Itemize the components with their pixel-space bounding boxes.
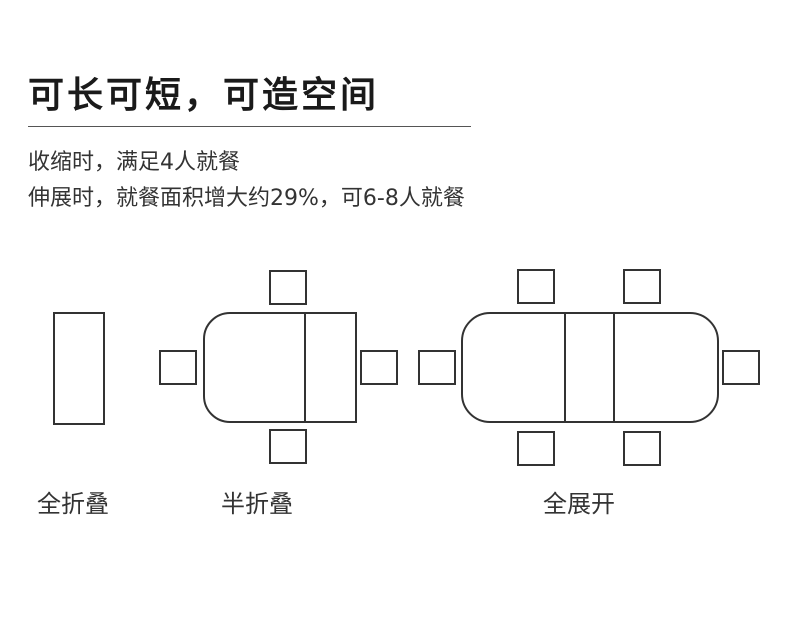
chair-left (418, 350, 456, 385)
chair-right (722, 350, 760, 385)
full-fold-diagram (53, 312, 105, 425)
chair-top (269, 270, 307, 305)
caption-full-fold: 全折叠 (37, 490, 109, 518)
chair-bottom-1 (517, 431, 555, 466)
chair-left (159, 350, 197, 385)
page-title: 可长可短，可造空间 (28, 75, 380, 116)
description-collapsed: 收缩时，满足4人就餐 (28, 150, 240, 175)
folded-table (53, 312, 105, 425)
description-extended: 伸展时，就餐面积增大约29%，可6-8人就餐 (28, 186, 465, 211)
chair-bottom-2 (623, 431, 661, 466)
extended-table-top (461, 312, 719, 423)
chair-top-2 (623, 269, 661, 304)
title-divider (28, 126, 471, 127)
chair-right (360, 350, 398, 385)
full-extend-diagram (418, 269, 760, 466)
chair-top-1 (517, 269, 555, 304)
half-fold-diagram (159, 270, 398, 464)
half-table-top (203, 312, 357, 423)
caption-half-fold: 半折叠 (221, 490, 293, 518)
caption-full-extend: 全展开 (543, 490, 615, 518)
chair-bottom (269, 429, 307, 464)
